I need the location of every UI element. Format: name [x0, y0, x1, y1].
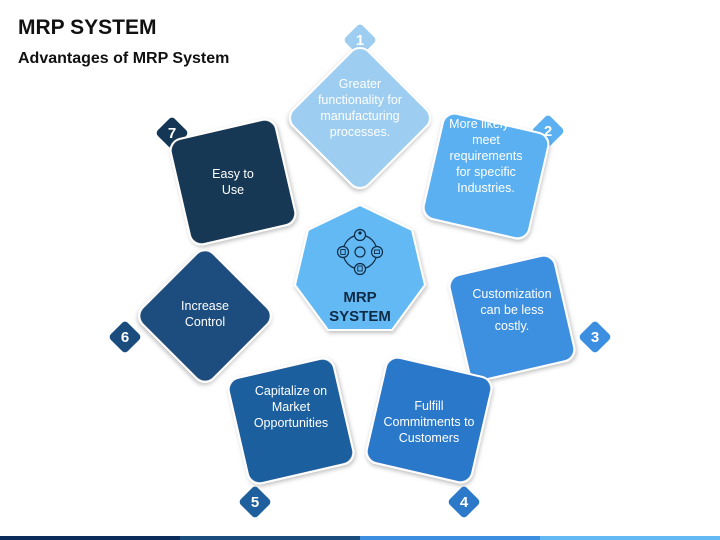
card-text-7-line-2: Use: [222, 183, 244, 197]
card-shape-5: [227, 357, 355, 485]
card-text-6-line-2: Control: [185, 315, 225, 329]
card-text-2-line-2: meet: [472, 133, 500, 147]
card-text-7-line-1: Easy to: [212, 167, 254, 181]
card-text-2-line-1: More likely to: [449, 117, 523, 131]
card-text-6-line-1: Increase: [181, 299, 229, 313]
card-shape-1: [289, 47, 431, 189]
card-text-1-line-4: processes.: [330, 125, 390, 139]
card-text-3-line-2: can be less: [480, 303, 543, 317]
card-text-4-line-2: Commitments to: [384, 415, 475, 429]
card-text-2-line-4: for specific: [456, 165, 516, 179]
card-text-2-line-5: Industries.: [457, 181, 515, 195]
card-text-1-line-1: Greater: [339, 77, 381, 91]
card-number-5: 5: [251, 494, 259, 511]
card-shape-7: [169, 118, 297, 246]
card-text-3-line-1: Customization: [472, 287, 551, 301]
card-shape-4: [365, 356, 493, 484]
number-tab-5: [237, 484, 273, 520]
card-text-5-line-2: Market: [272, 400, 311, 414]
center-label-line2: SYSTEM: [329, 308, 391, 325]
card-shape-3: [448, 254, 576, 382]
card-number-6: 6: [121, 329, 129, 346]
number-tab-6: [107, 319, 143, 355]
footer-bar-segment: [540, 536, 720, 540]
number-tab-3: [577, 319, 613, 355]
gear-people-network-icon: [336, 228, 384, 276]
advantage-card-3: 3 Customization can be less costly.: [448, 254, 613, 382]
page-subtitle: Advantages of MRP System: [18, 50, 230, 67]
center-label-line1: MRP: [343, 289, 376, 306]
card-text-5-line-3: Opportunities: [254, 416, 328, 430]
card-text-1-line-2: functionality for: [318, 93, 402, 107]
card-text-3-line-3: costly.: [495, 319, 530, 333]
card-text-4-line-1: Fulfill: [414, 399, 443, 413]
card-number-3: 3: [591, 329, 599, 346]
card-number-2: 2: [544, 123, 552, 140]
footer-bar-segment: [180, 536, 360, 540]
card-number-7: 7: [168, 125, 176, 142]
card-text-4-line-3: Customers: [399, 431, 459, 445]
footer-color-bar: [0, 536, 720, 540]
card-shape-6: [138, 249, 272, 383]
card-text-2-line-3: requirements: [450, 149, 523, 163]
page-title: MRP SYSTEM: [18, 16, 157, 39]
advantage-card-2: 2 More likely to meet requirements for speci…: [422, 112, 566, 240]
card-text-5-line-1: Capitalize on: [255, 384, 327, 398]
card-number-1: 1: [356, 32, 364, 49]
number-tab-4: [446, 484, 482, 520]
card-shape-2: [422, 112, 550, 240]
center-hub: MRP SYSTEM: [293, 203, 427, 331]
card-number-4: 4: [460, 494, 469, 511]
footer-bar-segment: [360, 536, 540, 540]
card-text-1-line-3: manufacturing: [320, 109, 399, 123]
footer-bar-segment: [0, 536, 180, 540]
number-tab-1: [342, 22, 378, 58]
